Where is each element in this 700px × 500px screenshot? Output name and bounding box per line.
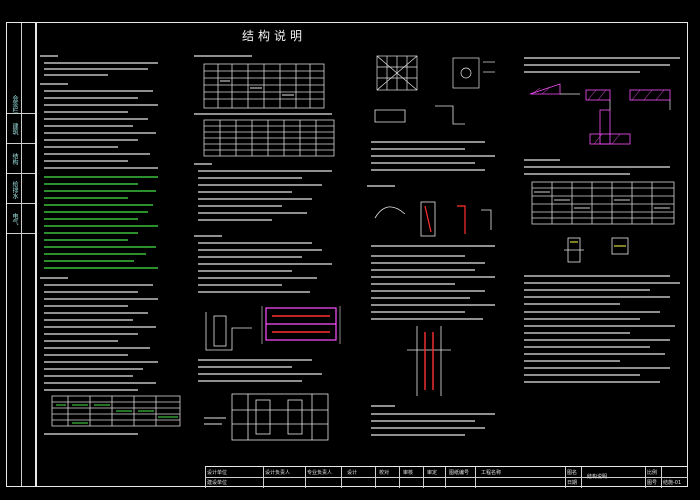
title-block-cell — [305, 467, 306, 488]
notes-column-1 — [40, 55, 181, 435]
strip-row — [7, 173, 35, 174]
title-block-field: 审核 — [403, 470, 414, 476]
title-block-cell — [375, 467, 376, 488]
title-block-field: 审定 — [427, 470, 438, 476]
sheet-number: 结施-01 — [663, 480, 682, 486]
strip-row — [7, 143, 35, 144]
strip-label: 结构 — [11, 153, 18, 165]
title-block-cell — [645, 467, 646, 488]
sign-off-strip: 会签栏 建筑 结构 给排水 电气 — [6, 22, 36, 487]
strip-row — [7, 233, 35, 234]
title-block: 设计单位 建设单位 设计负责人 专业负责人 设计 校对 审核 审定 图纸编号 工… — [205, 466, 688, 488]
title-block-field: 设计 — [347, 470, 358, 476]
drawing-title: 结构说明 — [242, 29, 307, 43]
date-label: 日期 — [567, 480, 578, 486]
title-block-cell — [423, 467, 424, 488]
sheet-name: 结构说明 — [587, 474, 608, 480]
scale-label: 比例 — [647, 470, 658, 476]
title-block-cell — [399, 467, 400, 488]
sheet-label: 图名 — [567, 470, 578, 476]
strip-label: 电气 — [11, 213, 18, 225]
title-block-cell — [445, 467, 446, 488]
client-label: 建设单位 — [207, 480, 228, 486]
sheet-no-label: 图号 — [647, 480, 658, 486]
title-block-cell — [565, 467, 566, 488]
title-block-field: 校对 — [379, 470, 390, 476]
title-block-cell — [475, 467, 476, 488]
title-block-divider — [205, 477, 688, 478]
company-label: 设计单位 — [207, 470, 228, 476]
notes-column-2 — [194, 55, 341, 441]
strip-label: 给排水 — [11, 181, 18, 199]
title-block-field: 专业负责人 — [307, 470, 333, 476]
details-column-4 — [524, 57, 680, 383]
title-block-cell — [205, 467, 206, 488]
drawing-frame — [36, 22, 688, 487]
title-block-cell — [581, 467, 582, 488]
title-block-cell — [263, 467, 264, 488]
title-block-field: 图纸编号 — [449, 470, 470, 476]
strip-label: 会签栏 — [11, 95, 18, 113]
strip-label: 建筑 — [11, 123, 18, 135]
title-block-cell — [341, 467, 342, 488]
details-column-3 — [367, 55, 495, 436]
strip-row — [7, 113, 35, 114]
strip-divider — [21, 23, 22, 486]
title-block-field: 设计负责人 — [265, 470, 291, 476]
title-block-field: 工程名称 — [481, 470, 502, 476]
strip-row — [7, 203, 35, 204]
title-block-cell — [661, 467, 662, 488]
